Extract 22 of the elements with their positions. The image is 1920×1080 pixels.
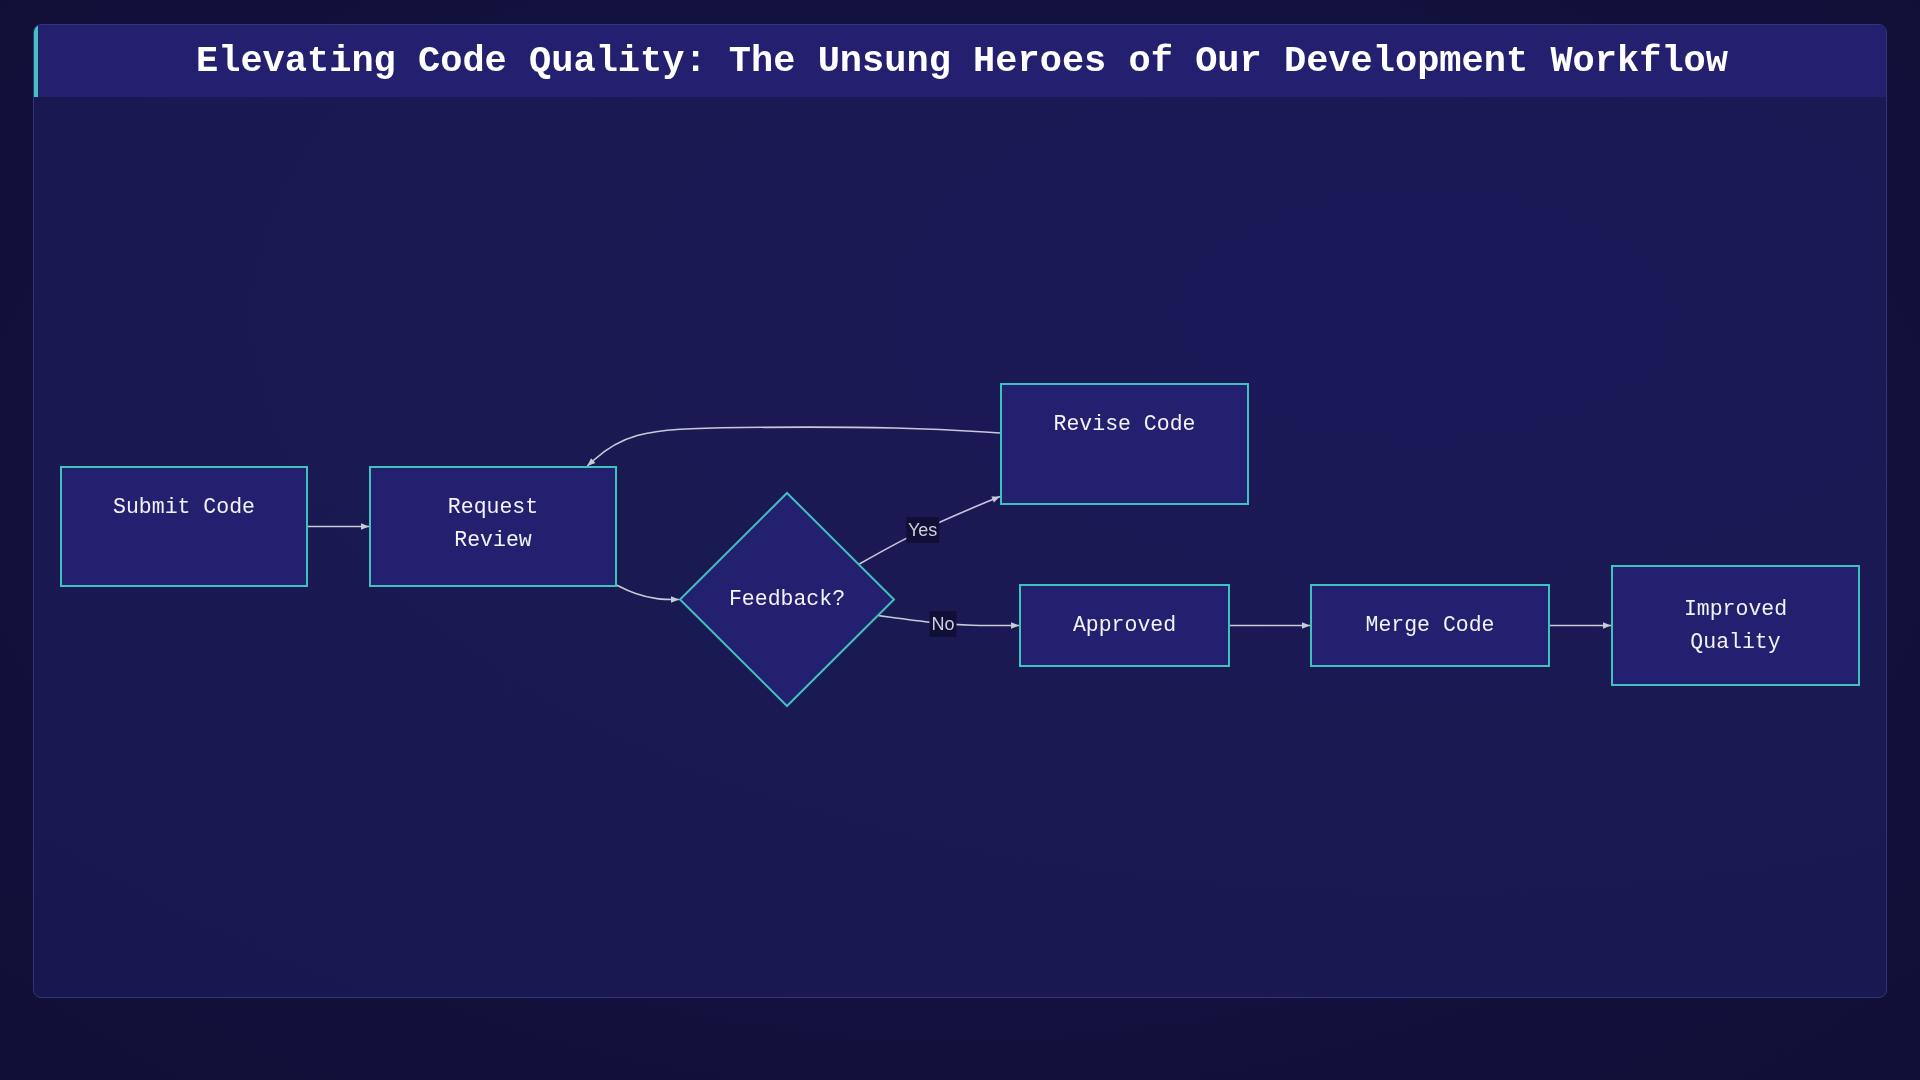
process-box <box>1611 565 1860 686</box>
process-box <box>60 466 308 587</box>
node-label: Feedback? <box>728 586 846 613</box>
arrow <box>616 584 680 603</box>
arrow <box>307 523 370 530</box>
node-label: Improved Quality <box>1682 595 1789 656</box>
node-label: Submit Code <box>113 494 255 521</box>
arrow <box>1549 622 1612 629</box>
node-label: Request Review <box>446 494 540 554</box>
process-box <box>369 466 617 587</box>
process-box <box>1019 584 1230 667</box>
arrow <box>1229 622 1311 629</box>
edge-label: Yes <box>906 517 940 544</box>
process-box <box>1310 584 1550 667</box>
arrow <box>586 426 1001 467</box>
edge-label: No <box>929 610 957 637</box>
node-label: Merge Code <box>1365 612 1495 639</box>
decision-diamond <box>679 492 895 707</box>
diagram-title: Elevating Code Quality: The Unsung Heroes of Our Development Workflow <box>195 40 1729 82</box>
node-label: Approved <box>1072 612 1177 639</box>
node-label: Revise Code <box>1053 411 1196 438</box>
process-box <box>1000 383 1249 505</box>
